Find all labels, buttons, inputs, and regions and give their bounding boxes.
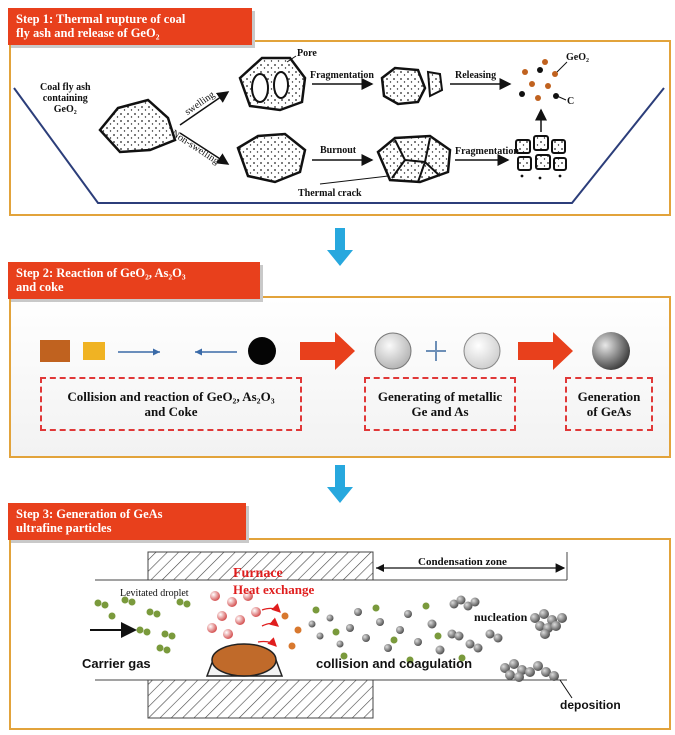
label-fragmentation-top: Fragmentation [310, 70, 374, 81]
label-collision-coagulation: collision and coagulation [316, 656, 473, 671]
vapor-particles [207, 591, 261, 639]
label-coal-fly-ash: Coal fly ash containing GeO₂ [40, 82, 91, 115]
step1-title-line1: Step 1: Thermal rupture of coal [16, 12, 186, 26]
non-swelled-particle [236, 132, 307, 184]
step1-title-line2: fly ash and release of GeO₂ [16, 26, 160, 40]
label-nucleation: nucleation [474, 610, 528, 624]
ge-ball [374, 332, 412, 370]
step2-title: Step 2: Reaction of GeO₂, As₂O₃ and coke [8, 262, 260, 299]
green-particles-zone [312, 602, 466, 664]
label-c: C [567, 96, 575, 107]
step1-title: Step 1: Thermal rupture of coal fly ash … [8, 8, 252, 45]
furnace-wall-bottom [147, 679, 374, 719]
released-particles [519, 59, 559, 101]
step3-title-line2: ultrafine particles [16, 521, 112, 535]
red-arrow-1 [300, 332, 355, 370]
coke-ball [248, 337, 276, 365]
pore [251, 73, 269, 103]
label-releasing: Releasing [455, 70, 497, 81]
cracked-particle [376, 134, 452, 184]
box-generation-geas: Generation of GeAs [565, 377, 653, 431]
label-burnout: Burnout [320, 145, 357, 156]
gray-particles [308, 595, 567, 682]
step3-title: Step 3: Generation of GeAs ultrafine par… [8, 503, 246, 540]
label-levitated-droplet: Levitated droplet [120, 588, 189, 599]
label-heat-exchange: Heat exchange [233, 582, 315, 597]
fly-ash-particle [98, 98, 177, 154]
geas-ball [592, 332, 630, 370]
label-fragmentation-bottom: Fragmentation [455, 146, 519, 157]
label-pore: Pore [297, 48, 317, 59]
fragmented-particle [380, 66, 427, 106]
swelled-particle [238, 56, 307, 112]
label-carrier-gas: Carrier gas [82, 656, 151, 671]
droplet [211, 643, 277, 677]
step1-diagram [13, 55, 665, 204]
fragments [515, 135, 567, 171]
down-arrow-2 [327, 465, 353, 503]
geo2-square [40, 340, 70, 362]
down-arrow-1 [327, 228, 353, 266]
label-deposition: deposition [560, 698, 621, 712]
step2-title-line2: and coke [16, 280, 64, 294]
label-furnace: Furnace [233, 566, 283, 581]
green-particles-inlet [94, 596, 191, 654]
step2-title-line1: Step 2: Reaction of GeO₂, As₂O₃ [16, 266, 186, 280]
as2o3-square [83, 342, 105, 360]
box-metallic-ge-as: Generating of metallic Ge and As [364, 377, 516, 431]
trough-outline [13, 87, 665, 204]
red-arrow-2 [518, 332, 573, 370]
label-thermal-crack: Thermal crack [298, 188, 362, 199]
step3-title-line1: Step 3: Generation of GeAs [16, 507, 163, 521]
as-ball [463, 332, 501, 370]
label-geo2: GeO₂ [566, 52, 589, 63]
step2-diagram [40, 332, 630, 370]
step3-diagram [90, 551, 573, 719]
box-collision-reaction: Collision and reaction of GeO₂, As₂O₃ an… [40, 377, 302, 431]
label-condensation-zone: Condensation zone [418, 556, 507, 568]
